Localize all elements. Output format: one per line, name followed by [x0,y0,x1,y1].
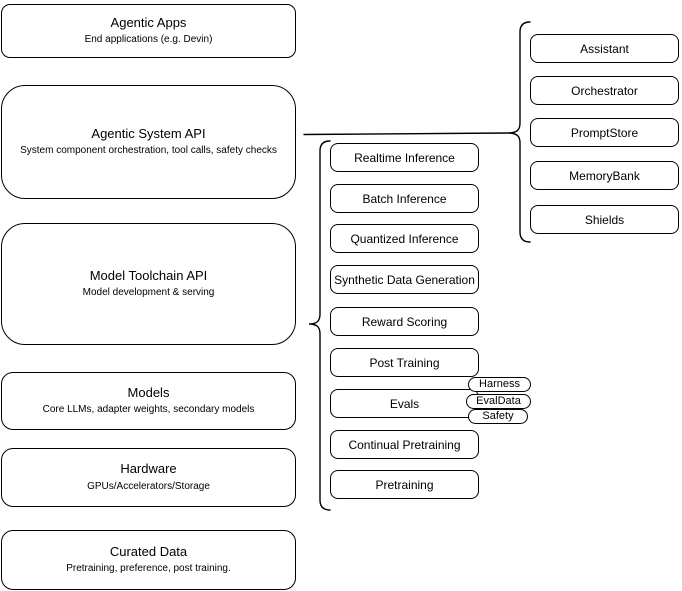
box-curated-data-subtitle: Pretraining, preference, post training. [66,563,231,575]
box-hardware-title: Hardware [120,461,177,477]
system-item-shields: Shields [530,205,679,234]
box-agentic-apps: Agentic Apps End applications (e.g. Devi… [1,4,296,58]
box-model-toolchain-api-subtitle: Model development & serving [82,287,215,299]
box-models-title: Models [127,384,170,400]
box-agentic-apps-subtitle: End applications (e.g. Devin) [84,34,213,46]
box-hardware: Hardware GPUs/Accelerators/Storage [1,448,296,507]
toolchain-item-synthetic-data-generation: Synthetic Data Generation [330,265,479,294]
system-item-assistant: Assistant [530,34,679,63]
box-model-toolchain-api-title: Model Toolchain API [89,267,208,283]
box-agentic-system-api: Agentic System API System component orch… [1,85,296,199]
box-models-subtitle: Core LLMs, adapter weights, secondary mo… [42,404,255,416]
box-curated-data: Curated Data Pretraining, preference, po… [1,530,296,590]
box-agentic-system-api-subtitle: System component orchestration, tool cal… [20,145,277,157]
box-agentic-apps-title: Agentic Apps [110,14,187,30]
box-agentic-system-api-title: Agentic System API [91,125,206,141]
evals-tag-safety: Safety [468,409,528,424]
toolchain-brace-icon [308,140,331,511]
toolchain-item-quantized-inference: Quantized Inference [330,224,479,253]
box-hardware-subtitle: GPUs/Accelerators/Storage [87,480,210,492]
system-item-memorybank: MemoryBank [530,161,679,190]
evals-tag-evaldata: EvalData [466,394,531,409]
toolchain-item-batch-inference: Batch Inference [330,184,479,213]
box-curated-data-title: Curated Data [109,543,188,559]
toolchain-item-post-training: Post Training [330,348,479,377]
evals-tag-harness: Harness [468,377,531,392]
toolchain-item-reward-scoring: Reward Scoring [330,307,479,336]
box-models: Models Core LLMs, adapter weights, secon… [1,372,296,430]
system-connector-line [303,132,509,136]
toolchain-item-pretraining: Pretraining [330,470,479,499]
box-model-toolchain-api: Model Toolchain API Model development & … [1,223,296,345]
system-brace-icon [507,21,531,243]
toolchain-item-continual-pretraining: Continual Pretraining [330,430,479,459]
toolchain-item-realtime-inference: Realtime Inference [330,143,479,172]
toolchain-item-evals: Evals [330,389,479,418]
system-item-promptstore: PromptStore [530,118,679,147]
system-item-orchestrator: Orchestrator [530,76,679,105]
